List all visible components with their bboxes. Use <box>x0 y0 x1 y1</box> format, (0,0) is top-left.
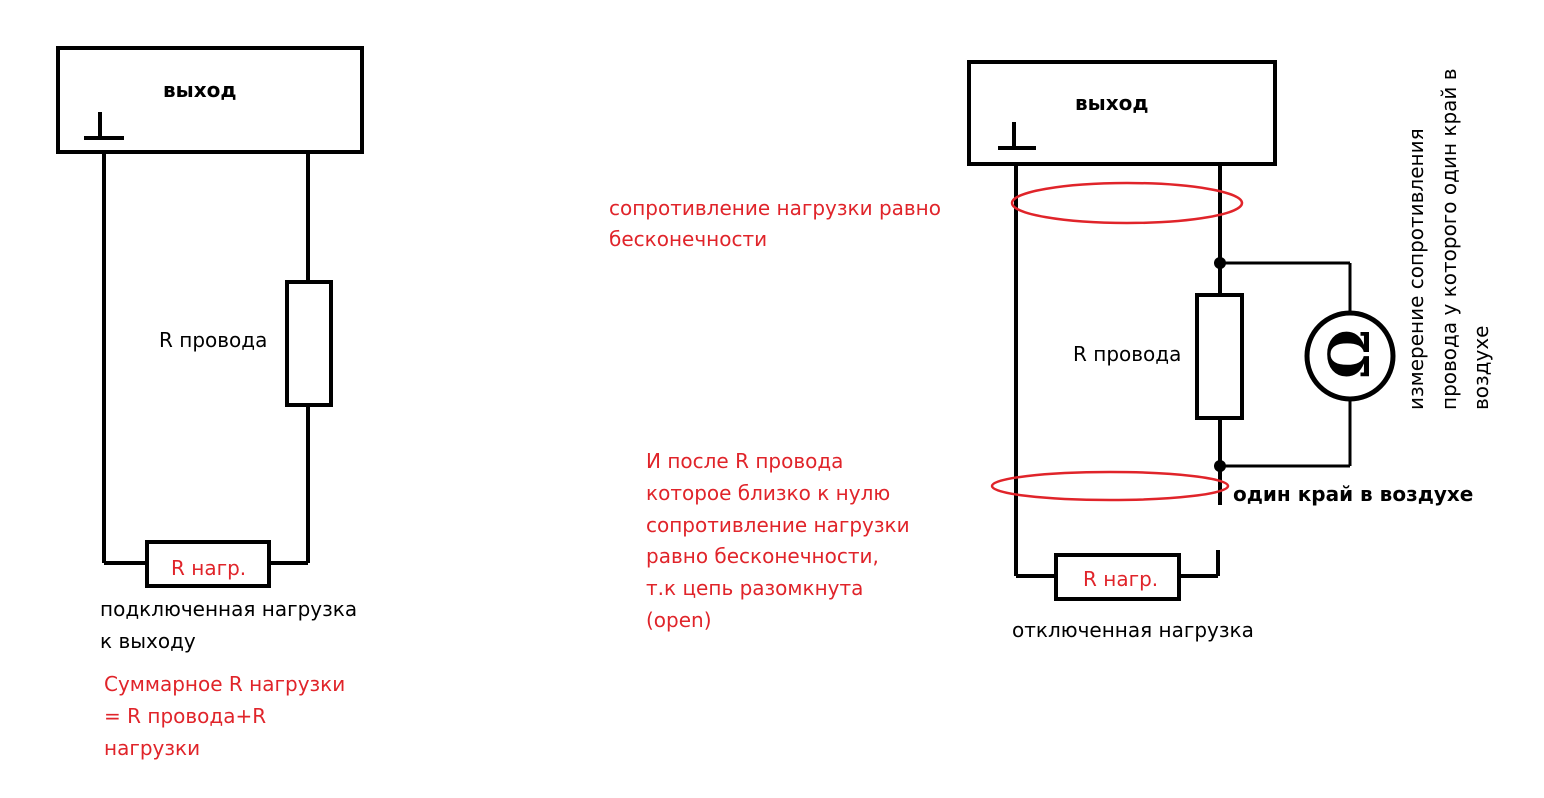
top-highlight-ellipse <box>1010 181 1244 225</box>
left-wire-resistor-label: R провода <box>159 328 268 352</box>
junction-dot-bottom <box>1214 460 1226 472</box>
left-note-line: = R провода+R <box>104 704 267 728</box>
left-output-label: выход <box>163 78 237 102</box>
top-note-line: сопротивление нагрузки равно <box>609 196 941 220</box>
left-caption-line: к выходу <box>100 629 196 653</box>
measure-note-line: воздухе <box>1469 325 1493 410</box>
bottom-note-line: сопротивление нагрузки <box>646 513 910 537</box>
bottom-note-line: равно бесконечности, <box>646 544 879 568</box>
ohmmeter-circle <box>1304 310 1396 402</box>
left-note-line: нагрузки <box>104 736 201 760</box>
bottom-note-line: т.к цепь разомкнута <box>646 576 864 600</box>
bottom-note-line: (open) <box>646 608 712 632</box>
junction-dot-top <box>1214 257 1226 269</box>
open-end-label: один край в воздухе <box>1233 482 1474 506</box>
measure-note-line: измерение сопротивления <box>1404 128 1428 410</box>
measure-note-line: провода у которого один край в <box>1437 68 1461 410</box>
top-note-line: бесконечности <box>609 227 768 251</box>
bottom-note-line: которое близко к нулю <box>646 481 891 505</box>
left-caption-line: подключенная нагрузка <box>100 597 358 621</box>
right-output-label: выход <box>1075 91 1149 115</box>
right-wire-resistor-label: R провода <box>1073 342 1182 366</box>
left-wire-resistor <box>285 280 333 407</box>
bottom-note-line: И после R провода <box>646 449 844 473</box>
left-output-block <box>56 46 364 154</box>
left-load-resistor-label: R нагр. <box>171 556 247 580</box>
right-output-block <box>967 60 1277 166</box>
right-caption: отключенная нагрузка <box>1012 618 1254 642</box>
left-note-line: Суммарное R нагрузки <box>104 672 346 696</box>
bottom-highlight-ellipse <box>990 470 1230 502</box>
right-wire-resistor <box>1195 293 1244 420</box>
right-load-resistor-label: R нагр. <box>1083 567 1159 591</box>
